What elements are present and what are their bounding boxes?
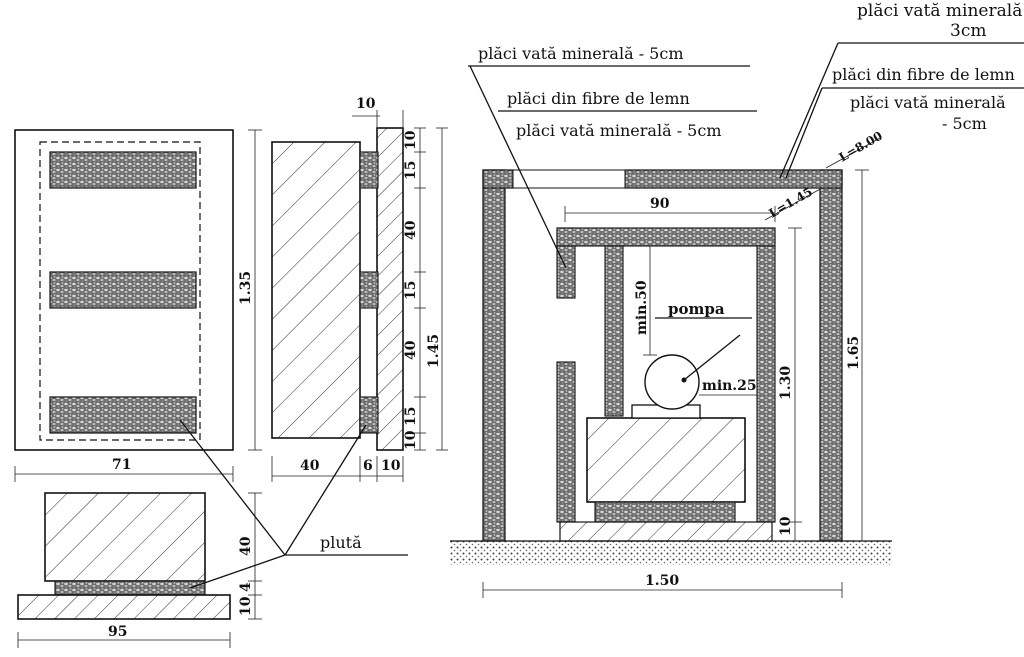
cork-strip-bottom <box>49 396 197 434</box>
front-panel-inner-dashed <box>39 141 201 441</box>
dim-base-width: 95 <box>108 624 127 640</box>
pump-body <box>644 354 700 410</box>
pump-foundation-cork <box>594 501 736 523</box>
label-mineral-wool-5cm-top: plăci vată minerală - 5cm <box>478 44 684 63</box>
dim-base-10: 10 <box>238 596 254 616</box>
label-mineral-wool-right-1: plăci vată minerală <box>850 93 1006 112</box>
dim-inner-bottom: 10 <box>778 516 794 536</box>
label-wood-fiber-right: plăci din fibre de lemn <box>832 65 1015 84</box>
dim-front-width: 71 <box>112 457 131 473</box>
dim-inner-height: 1.30 <box>778 366 794 400</box>
section-view: pompa min.50 min.25 90 1.30 10 1.65 1.50… <box>450 129 892 598</box>
base-block <box>44 492 206 582</box>
dim-pump-clear-top: min.50 <box>634 280 650 335</box>
label-mineral-wool-5cm-mid: plăci vată minerală - 5cm <box>516 121 722 140</box>
dim-outer-width: 1.50 <box>645 573 679 589</box>
pump-foundation <box>586 417 746 503</box>
side-cork-bottom <box>359 396 379 434</box>
dim-side-seg-10-bottom: 10 <box>403 430 419 450</box>
label-cork: plută <box>320 533 362 552</box>
dim-base-4: 4 <box>238 582 254 592</box>
dim-side-seg-15-b: 15 <box>403 281 419 300</box>
base-cork-layer <box>54 580 206 596</box>
dim-side-top: 10 <box>356 96 376 112</box>
dim-l-inner: L=1.45 <box>767 185 815 221</box>
dim-side-seg-15-a: 15 <box>403 161 419 180</box>
dim-side-seg-10-top: 10 <box>403 130 419 150</box>
outer-wall-right <box>819 169 843 542</box>
dim-front-height: 1.35 <box>238 271 254 305</box>
label-wood-fiber-left: plăci din fibre de lemn <box>507 89 690 108</box>
outer-roof-opening <box>512 169 626 189</box>
inner-base <box>559 521 773 542</box>
outer-wall-left <box>482 169 506 542</box>
label-mineral-wool-right-2: - 5cm <box>942 114 987 133</box>
inner-wall-right <box>756 227 776 523</box>
side-block <box>271 141 361 439</box>
front-view: 71 1.35 <box>14 129 262 482</box>
dim-pump-clear-side: min.25 <box>702 378 757 394</box>
cork-strip-top <box>49 151 197 189</box>
outer-roof-left-stub <box>482 169 514 189</box>
material-labels: plăci vată minerală - 5cm plăci din fibr… <box>468 1 1024 269</box>
dim-side-bottom-6: 6 <box>363 458 373 474</box>
inner-roof <box>556 227 776 247</box>
dim-outer-height: 1.65 <box>846 336 862 370</box>
dim-side-seg-40-a: 40 <box>403 220 419 240</box>
ground <box>450 541 892 565</box>
side-cork-top <box>359 151 379 189</box>
dim-l-outer: L=8.00 <box>837 129 885 165</box>
dim-side-total: 1.45 <box>426 334 442 368</box>
side-view: 10 10 15 40 15 40 15 10 1.45 40 6 10 <box>271 96 448 482</box>
side-plate <box>376 127 404 451</box>
cork-strip-middle <box>49 271 197 309</box>
dim-base-40: 40 <box>238 536 254 556</box>
dim-side-seg-40-b: 40 <box>403 340 419 360</box>
base-slab <box>17 594 231 620</box>
inner-wall-left-lower <box>556 361 576 523</box>
dim-side-bottom-10: 10 <box>381 458 401 474</box>
label-mineral-wool-3cm-1: plăci vată minerală <box>857 1 1022 21</box>
dim-side-seg-15-c: 15 <box>403 407 419 426</box>
cork-leaders: plută <box>179 419 408 589</box>
outer-roof <box>624 169 843 189</box>
label-mineral-wool-3cm-2: 3cm <box>950 21 986 41</box>
label-pump: pompa <box>668 300 725 318</box>
dim-side-bottom-40: 40 <box>300 458 320 474</box>
dim-inner-width: 90 <box>650 196 670 212</box>
inner-partition <box>604 245 624 417</box>
base-view: 40 4 10 95 <box>17 492 262 648</box>
side-cork-middle <box>359 271 379 309</box>
